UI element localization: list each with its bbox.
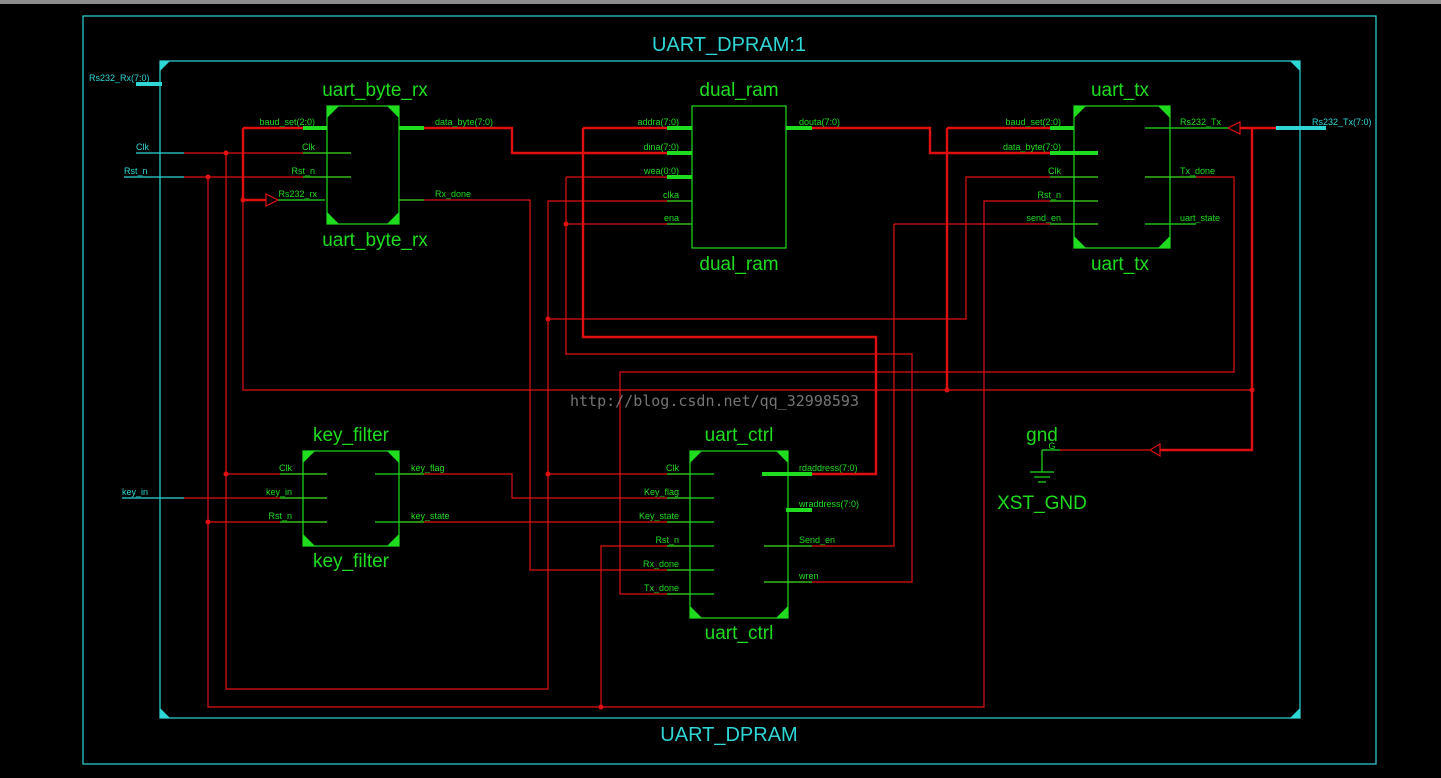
block-key-filter[interactable]: key_filter key_filter Clk key_in Rst_n k… <box>266 425 450 572</box>
block-uart-byte-rx[interactable]: uart_byte_rx uart_byte_rx baud_set(2:0) … <box>259 80 493 251</box>
block-uart-ctrl[interactable]: uart_ctrl uart_ctrl Clk Key_flag Key_sta… <box>639 425 859 644</box>
uart-tx-pin-out-2: uart_state <box>1180 213 1220 223</box>
port-rs232-tx[interactable]: Rs232_Tx(7:0) <box>1276 117 1372 130</box>
uart-tx-pin-out-0: Rs232_Tx <box>1180 117 1222 127</box>
uart-tx-pin-in-1: data_byte(7:0) <box>1003 142 1061 152</box>
uart-ctrl-pin-in-1: Key_flag <box>644 487 679 497</box>
uart-byte-rx-pin-in-2: Rst_n <box>291 166 315 176</box>
uart-tx-pin-in-0: baud_set(2:0) <box>1005 117 1061 127</box>
uart-byte-rx-bottom-label: uart_byte_rx <box>322 230 428 251</box>
uart-ctrl-pin-out-0: rdaddress(7:0) <box>799 463 858 473</box>
uart-ctrl-pin-out-3: wren <box>798 571 819 581</box>
key-filter-pin-out-1: key_state <box>411 511 450 521</box>
dual-ram-pin-out-0: douta(7:0) <box>799 117 840 127</box>
frame-corners <box>160 61 1300 718</box>
gnd-top-label: gnd <box>1026 425 1058 446</box>
block-gnd[interactable]: gnd G XST_GND <box>997 425 1087 514</box>
buffer-rs232-tx <box>1226 121 1241 135</box>
block-uart-tx[interactable]: uart_tx uart_tx baud_set(2:0) data_byte(… <box>1003 80 1228 275</box>
uart-tx-bottom-label: uart_tx <box>1091 254 1150 275</box>
uart-tx-pin-in-4: send_en <box>1026 213 1061 223</box>
uart-byte-rx-pin-in-3: Rs232_rx <box>278 189 317 199</box>
dual-ram-pin-in-1: dina(7:0) <box>643 142 679 152</box>
uart-tx-pin-out-1: Tx_done <box>1180 166 1215 176</box>
block-dual-ram[interactable]: dual_ram dual_ram addra(7:0) dina(7:0) w… <box>637 80 840 275</box>
buffer-gnd <box>1060 442 1161 458</box>
watermark-text: http://blog.csdn.net/qq_32998593 <box>570 392 859 410</box>
outer-frame <box>82 15 1377 765</box>
nets <box>184 126 1276 708</box>
port-rst-n[interactable]: Rst_n <box>124 166 184 178</box>
uart-ctrl-bottom-label: uart_ctrl <box>705 623 774 644</box>
uart-byte-rx-pin-out-0: data_byte(7:0) <box>435 117 493 127</box>
uart-byte-rx-pin-out-1: Rx_done <box>435 189 471 199</box>
instance-label: UART_DPRAM:1 <box>652 34 806 56</box>
dual-ram-bottom-label: dual_ram <box>699 254 778 275</box>
uart-byte-rx-top-label: uart_byte_rx <box>322 80 428 101</box>
uart-ctrl-pin-in-0: Clk <box>666 463 679 473</box>
buffer-rs232-rx <box>265 193 325 207</box>
gnd-bottom-label: XST_GND <box>997 493 1087 514</box>
uart-ctrl-pin-in-5: Tx_done <box>644 583 679 593</box>
uart-tx-pin-in-2: Clk <box>1048 166 1061 176</box>
port-rst-n-label: Rst_n <box>124 166 148 176</box>
uart-ctrl-pin-out-2: Send_en <box>799 535 835 545</box>
window-top-border <box>0 0 1441 4</box>
key-filter-bottom-label: key_filter <box>313 551 390 572</box>
module-label: UART_DPRAM <box>660 724 797 746</box>
key-filter-pin-out-0: key_flag <box>411 463 445 473</box>
uart-ctrl-top-label: uart_ctrl <box>705 425 774 446</box>
dual-ram-pin-in-3: clka <box>663 190 679 200</box>
dual-ram-pin-in-4: ena <box>664 213 679 223</box>
key-filter-pin-in-0: Clk <box>279 463 292 473</box>
dual-ram-pin-in-2: wea(0:0) <box>643 166 679 176</box>
key-filter-pin-in-2: Rst_n <box>268 511 292 521</box>
key-filter-top-label: key_filter <box>313 425 390 446</box>
uart-ctrl-pin-in-2: Key_state <box>639 511 679 521</box>
uart-ctrl-pin-in-4: Rx_done <box>643 559 679 569</box>
gnd-pin-label: G <box>1048 441 1055 451</box>
port-clk-label: Clk <box>136 142 149 152</box>
port-rs232-rx-label: Rs232_Rx(7:0) <box>89 73 150 83</box>
junction-dots <box>205 150 1255 710</box>
port-rs232-tx-label: Rs232_Tx(7:0) <box>1312 117 1372 127</box>
dual-ram-top-label: dual_ram <box>699 80 778 101</box>
uart-tx-pin-in-3: Rst_n <box>1037 190 1061 200</box>
module-frame <box>159 60 1301 719</box>
uart-tx-top-label: uart_tx <box>1091 80 1150 101</box>
dual-ram-pin-in-0: addra(7:0) <box>637 117 679 127</box>
uart-byte-rx-pin-in-0: baud_set(2:0) <box>259 117 315 127</box>
port-rs232-rx[interactable]: Rs232_Rx(7:0) <box>89 73 162 86</box>
uart-ctrl-pin-in-3: Rst_n <box>655 535 679 545</box>
port-key-in[interactable]: key_in <box>122 487 184 499</box>
uart-ctrl-pin-out-1: wraddress(7:0) <box>798 499 859 509</box>
key-filter-pin-in-1: key_in <box>266 487 292 497</box>
uart-byte-rx-pin-in-1: Clk <box>302 142 315 152</box>
port-key-in-label: key_in <box>122 487 148 497</box>
port-clk[interactable]: Clk <box>136 142 184 154</box>
